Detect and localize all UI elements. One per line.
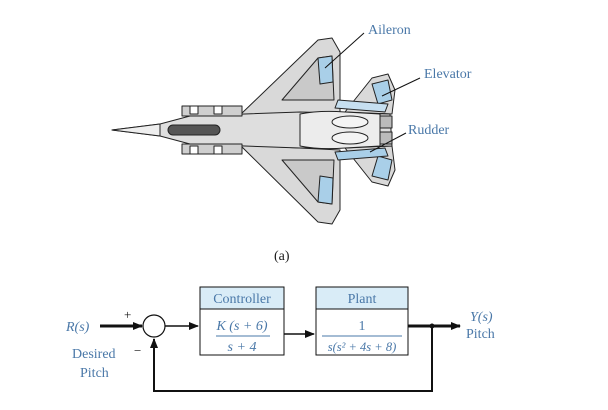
aileron-label: Aileron (368, 23, 411, 38)
aileron-surface (317, 55, 334, 85)
aircraft-illustration (111, 37, 396, 225)
upper-intake (181, 105, 243, 117)
plant-denominator: s(s² + 4s + 8) (328, 340, 397, 354)
canopy (167, 124, 221, 136)
elevator-label: Elevator (424, 67, 472, 82)
block-diagram: R(s) Desired Pitch + − Controller K (s +… (65, 286, 495, 392)
exhaust-upper (379, 115, 393, 129)
aileron-callout-line (324, 32, 365, 69)
output-symbol: Y(s) (470, 310, 493, 325)
controller-block: Controller K (s + 6) s + 4 (199, 286, 285, 356)
input-symbol: R(s) (65, 320, 90, 335)
lower-intake (181, 143, 243, 155)
aileron-surface-lower (317, 175, 334, 205)
controller-numerator: K (s + 6) (215, 319, 267, 334)
intake-box-3 (189, 145, 199, 155)
plus-sign: + (124, 307, 131, 322)
minus-sign: − (134, 343, 141, 358)
intake-box-2 (213, 105, 223, 115)
nose-cone (111, 123, 161, 137)
rudder-label: Rudder (408, 123, 450, 138)
intake-box-4 (213, 145, 223, 155)
figure-caption: (a) (274, 249, 290, 264)
elevator-surface-lower (371, 155, 393, 181)
plant-numerator: 1 (359, 319, 366, 334)
rudder-surface (334, 147, 389, 161)
elevator-surface (371, 79, 393, 105)
rudder-callout-line (369, 132, 407, 153)
summing-junction (142, 314, 166, 338)
controller-denominator: s + 4 (228, 340, 257, 355)
intake-box-1 (189, 105, 199, 115)
plant-title: Plant (348, 292, 377, 307)
callout-lines (324, 32, 421, 153)
input-description-line1: Desired (72, 347, 116, 362)
engine-detail-upper (331, 115, 369, 129)
exhaust-lower (379, 131, 393, 145)
rudder-surface-upper (334, 99, 389, 113)
controller-title: Controller (213, 292, 271, 307)
elevator-callout-line (381, 77, 421, 97)
output-description: Pitch (466, 327, 495, 342)
plant-block: Plant 1 s(s² + 4s + 8) (315, 286, 409, 356)
input-description-line2: Pitch (80, 366, 109, 381)
feedback-path (150, 326, 433, 392)
pickoff-point (429, 323, 435, 329)
engine-detail-lower (331, 131, 369, 145)
